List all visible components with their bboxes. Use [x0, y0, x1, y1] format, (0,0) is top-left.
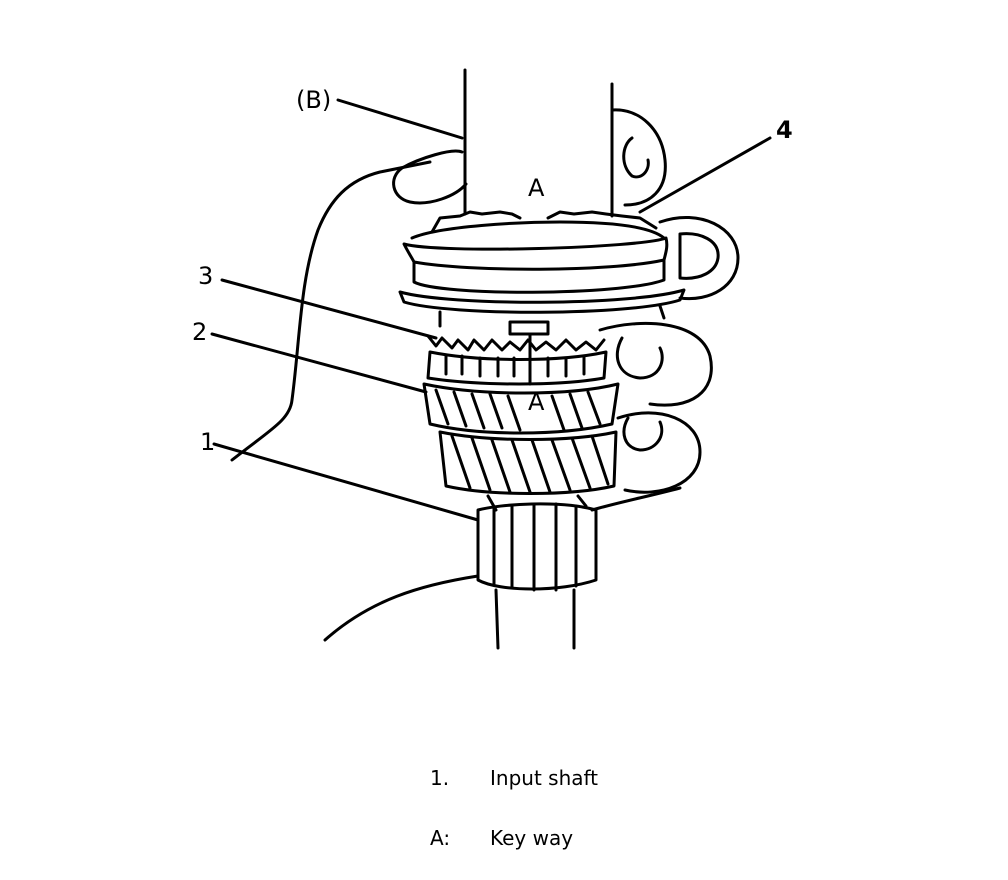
callout-a-mid: A: [528, 388, 545, 416]
finger-lower: [616, 411, 702, 494]
shaft-bottom-left-edge: [494, 588, 500, 650]
legend-text: Input shaft: [490, 766, 599, 790]
fingernail-upper: [678, 232, 720, 280]
leader-b: [336, 98, 464, 140]
thumb: [392, 149, 468, 205]
fingernail-middle: [616, 336, 664, 380]
spline-top: [486, 494, 588, 512]
sleeve-flange: [398, 288, 686, 314]
fingernail-lower: [622, 416, 664, 452]
gear-assembly-diagram: (B) 4 3 2 1 A A: [192, 68, 793, 650]
finger-lower-knuckle: [590, 486, 682, 512]
leader-1: [212, 442, 480, 522]
sync-ring-band: [426, 350, 608, 386]
callout-4: 4: [776, 116, 793, 144]
legend-key: 1.: [430, 766, 450, 790]
hand-lower-outline: [323, 574, 480, 642]
spline-body: [476, 502, 598, 591]
legend-item: A: Key way: [430, 826, 830, 850]
key-block: [508, 320, 550, 336]
legend-text: Key way: [490, 826, 574, 850]
gear-lower-helix: [450, 434, 610, 494]
sleeve-teeth-left: [430, 210, 522, 234]
sleeve-groove: [412, 258, 666, 271]
spline-ridges: [492, 502, 578, 592]
sleeve-top: [410, 220, 666, 240]
callout-a-top: A: [528, 174, 545, 202]
finger-middle: [598, 321, 713, 407]
legend-key: A:: [430, 826, 451, 850]
sleeve-bottom: [438, 304, 666, 328]
gear-upper-body: [422, 382, 620, 435]
sync-ring-slots: [444, 354, 586, 378]
gear-upper-helix: [434, 388, 602, 432]
gear-lower-body: [438, 430, 618, 495]
sync-ring-teeth: [426, 334, 606, 352]
finger-top: [610, 108, 667, 207]
sleeve-teeth-right: [546, 210, 658, 230]
finger-upper: [658, 216, 740, 301]
legend-item: 1. Input shaft: [430, 766, 830, 790]
leader-4: [638, 136, 772, 214]
leader-2: [210, 332, 428, 394]
callout-2: 2: [192, 318, 207, 346]
callout-b: (B): [296, 86, 331, 114]
hand-outline: [230, 160, 432, 462]
callout-3: 3: [198, 262, 213, 290]
fingernail-top: [622, 136, 650, 179]
leader-3: [220, 278, 438, 340]
callout-1: 1: [200, 428, 215, 456]
